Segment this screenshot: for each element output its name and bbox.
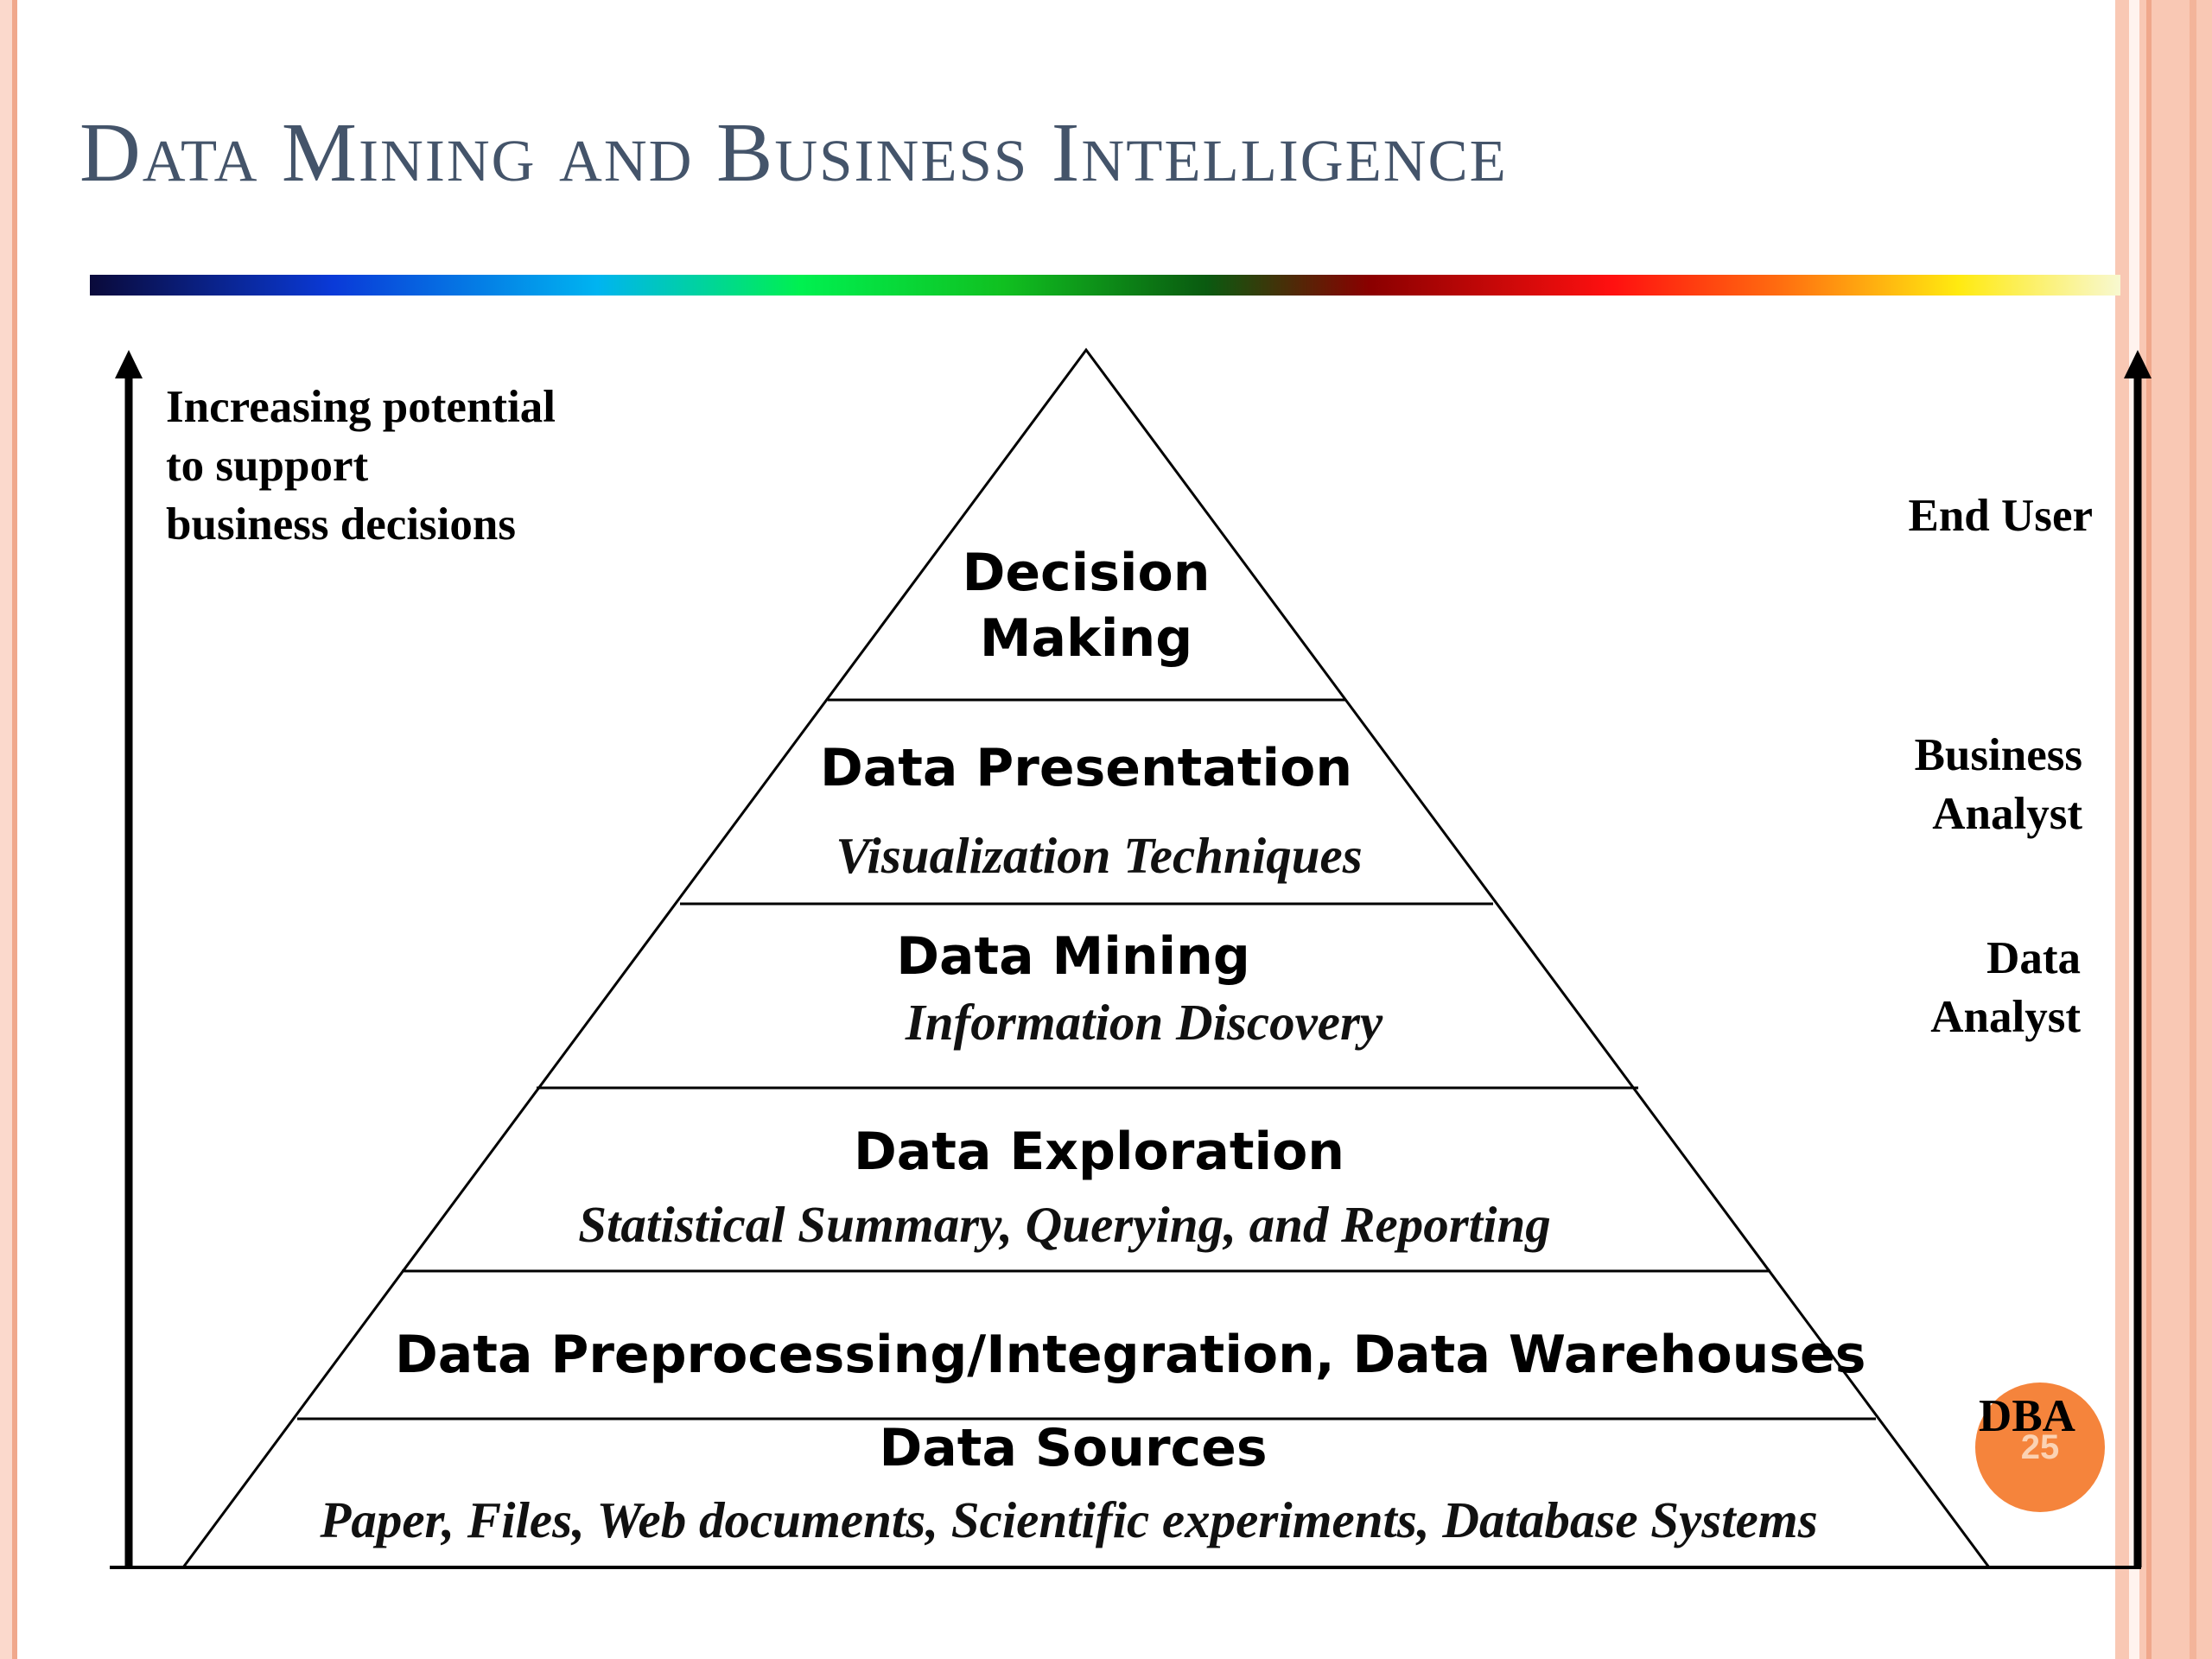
layer-data-exploration-subtitle: Statistical Summary, Querying, and Repor…	[578, 1196, 1551, 1253]
rainbow-divider	[90, 275, 2120, 296]
layer-data-exploration-title: Data Exploration	[853, 1122, 1345, 1182]
page-number-badge: 25	[1975, 1382, 2105, 1512]
slide-title: Data Mining and Business Intelligence	[79, 106, 1508, 200]
right-border-line	[2146, 0, 2152, 1659]
layer-data-presentation-subtitle: Visualization Techniques	[836, 827, 1363, 884]
left-border-line	[12, 0, 17, 1659]
role-dba: DBA	[1979, 1391, 2075, 1441]
right-border-line-2	[2190, 0, 2196, 1659]
left-axis-label: Increasing potential to support business…	[166, 382, 556, 550]
layer-data-preprocessing-title: Data Preprocessing/Integration, Data War…	[395, 1325, 1866, 1385]
left-axis-arrowhead	[115, 350, 143, 378]
layer-data-mining-subtitle: Information Discovery	[905, 994, 1383, 1051]
layer-data-presentation-title: Data Presentation	[819, 738, 1353, 798]
layer-decision-making-title: Decision Making	[962, 543, 1211, 669]
page-number: 25	[2020, 1427, 2060, 1466]
role-end-user: End User	[1908, 491, 2093, 541]
layer-data-sources-title: Data Sources	[879, 1418, 1268, 1478]
layer-data-sources-subtitle: Paper, Files, Web documents, Scientific …	[320, 1491, 1818, 1548]
role-data-analyst: Data Analyst	[1930, 933, 2081, 1042]
role-business-analyst: Business Analyst	[1914, 730, 2082, 839]
right-axis-arrowhead	[2124, 350, 2152, 378]
left-border-stripe	[0, 0, 12, 1659]
layer-data-mining-title: Data Mining	[896, 926, 1250, 987]
